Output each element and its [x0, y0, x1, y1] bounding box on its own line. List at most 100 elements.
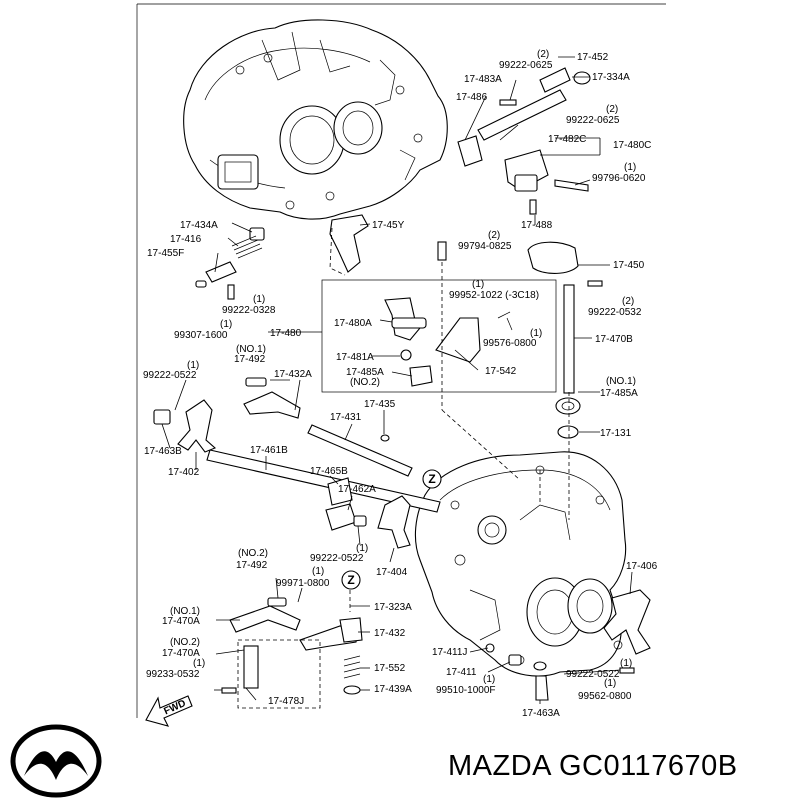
zone-marker-text: Z — [428, 472, 435, 486]
shift-fork-17-402 — [153, 399, 217, 453]
detent-spring-parts — [195, 227, 265, 300]
part-label: 99222-0625 — [566, 115, 620, 126]
part-labels: (2) 99222-0625 17-452 17-483A 17-334A 17… — [143, 49, 658, 719]
sub-assembly-box-17-480 — [321, 279, 557, 393]
upper-transmission-case — [183, 19, 448, 220]
part-label: (2) — [606, 104, 618, 115]
part-label: (1) — [472, 279, 484, 290]
assembly-guide-lines — [349, 262, 570, 612]
part-label: 17-542 — [485, 366, 517, 377]
shift-fork-17-406 — [603, 589, 651, 655]
part-label: 17-465B — [310, 466, 348, 477]
part-label: 17-492 — [234, 354, 266, 365]
part-label: 17-463B — [144, 446, 182, 457]
part-label: (NO.1) — [606, 376, 636, 387]
part-label: 17-434A — [180, 220, 218, 231]
part-label: 99307-1600 — [174, 330, 228, 341]
part-label: 99971-0800 — [276, 578, 330, 589]
part-label: 17-431 — [330, 412, 362, 423]
shift-lever-17-432A — [243, 377, 301, 419]
part-label: 99510-1000F — [436, 685, 496, 696]
part-label: 17-481A — [336, 352, 374, 363]
part-label: 17-482C — [548, 134, 586, 145]
part-label: 99222-0328 — [222, 305, 276, 316]
part-label: 17-323A — [374, 602, 412, 613]
part-label: (1) — [187, 360, 199, 371]
zone-marker-text: Z — [347, 573, 354, 587]
part-label: (1) — [483, 674, 495, 685]
part-label: 17-461B — [250, 445, 288, 456]
part-label: 17-411J — [432, 647, 467, 658]
fwd-label: FWD — [162, 698, 187, 717]
part-label: 17-480C — [613, 140, 651, 151]
part-label: 17-470B — [595, 334, 633, 345]
part-label: 17-439A — [374, 684, 412, 695]
part-label: 99794-0825 — [458, 241, 512, 252]
part-label: (1) — [624, 162, 636, 173]
part-label: 99796-0620 — [592, 173, 646, 184]
part-label: (2) — [488, 230, 500, 241]
part-label: 99222-0522 — [566, 669, 620, 680]
part-label: 99222-0522 — [310, 553, 364, 564]
leader-lines — [161, 56, 633, 704]
ring-17-435 — [380, 434, 390, 442]
part-label: 17-452 — [577, 52, 609, 63]
sub-assembly-box-17-478J — [237, 639, 321, 709]
part-label: 17-406 — [626, 561, 658, 572]
zone-marker-top: Z — [422, 469, 442, 489]
part-label: 17-416 — [170, 234, 202, 245]
part-label: 17-334A — [592, 72, 630, 83]
part-label: (1) — [356, 543, 368, 554]
part-label: 17-470A — [162, 616, 200, 627]
part-label: (1) — [193, 658, 205, 669]
part-label: 17-480A — [334, 318, 372, 329]
shift-fork-17-404 — [377, 495, 411, 549]
part-label: 99233-0532 — [146, 669, 200, 680]
zone-marker-bottom: Z — [341, 570, 361, 590]
part-label: 99576-0800 — [483, 338, 537, 349]
part-label: 17-470A — [162, 648, 200, 659]
part-label: (NO.1) — [236, 344, 266, 355]
part-label: (1) — [620, 658, 632, 669]
part-label: (1) — [530, 328, 542, 339]
part-label: 17-411 — [446, 667, 477, 678]
part-label: 17-463A — [522, 708, 560, 719]
part-label: 17-485A — [346, 367, 384, 378]
shift-rod-17-461B — [206, 449, 441, 513]
part-label: 17-432A — [274, 369, 312, 380]
part-label: 17-492 — [236, 560, 268, 571]
shift-rod-17-470B — [563, 284, 575, 394]
sub-assembly-17-480-parts — [384, 297, 513, 387]
part-label: 17-485A — [600, 388, 638, 399]
shift-lever-assembly — [437, 67, 603, 287]
part-label: (1) — [312, 566, 324, 577]
part-label: (NO.2) — [350, 377, 380, 388]
interlock-parts — [325, 477, 367, 531]
part-label: 99562-0800 — [578, 691, 632, 702]
part-label: 17-450 — [613, 260, 645, 271]
part-label: (1) — [220, 319, 232, 330]
part-label: 17-402 — [168, 467, 200, 478]
part-label: (2) — [622, 296, 634, 307]
part-label: 17-486 — [456, 92, 488, 103]
part-label: 17-480 — [270, 328, 302, 339]
part-label: 17-435 — [364, 399, 396, 410]
part-label: 17-483A — [464, 74, 502, 85]
lower-shift-levers — [221, 597, 363, 695]
mazda-logo-icon — [10, 724, 102, 798]
part-label: (2) — [537, 49, 549, 60]
part-label: 17-462A — [338, 484, 376, 495]
shift-fork-17-45Y — [329, 214, 369, 273]
part-label: 17-478J — [268, 696, 304, 707]
part-label: 99222-0522 — [143, 370, 197, 381]
lower-small-parts — [485, 643, 635, 701]
part-label: 17-552 — [374, 663, 406, 674]
part-label: 99952-1022 (-3C18) — [449, 290, 539, 301]
part-number-caption: MAZDA GC0117670B — [448, 750, 738, 782]
part-label: (1) — [604, 678, 616, 689]
part-label: 17-131 — [600, 428, 632, 439]
part-label: (1) — [253, 294, 265, 305]
part-label: (NO.2) — [170, 637, 200, 648]
part-label: 17-488 — [521, 220, 553, 231]
